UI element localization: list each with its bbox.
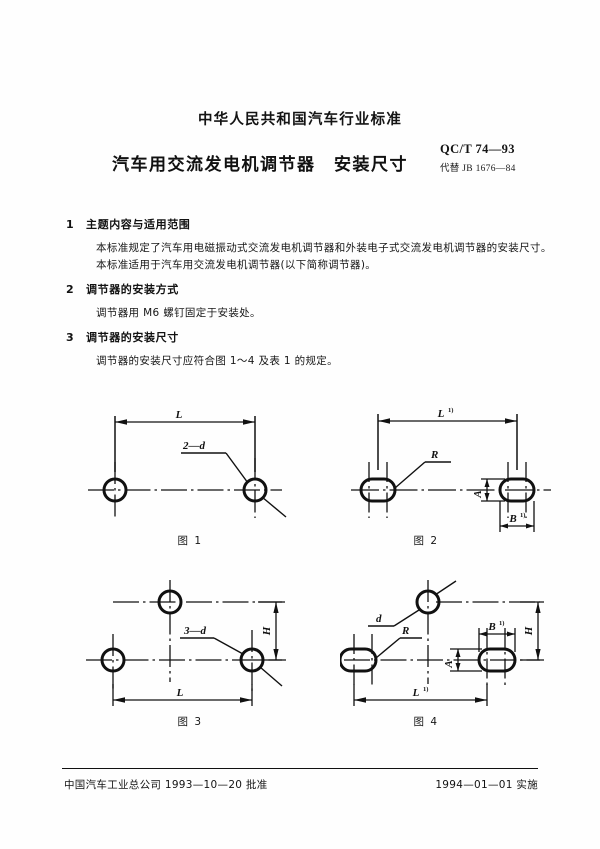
figure-4-drawing: d R A B 1) bbox=[338, 580, 544, 706]
B-arrow-right bbox=[507, 631, 515, 637]
footer-approval: 中国汽车工业总公司 1993—10—20 批准 bbox=[64, 779, 268, 791]
footer-effective: 1994—01—01 实施 bbox=[435, 779, 538, 791]
figure-3: H L 3—d bbox=[80, 572, 310, 717]
hole-left bbox=[100, 647, 126, 673]
section-1-number: 1 bbox=[66, 218, 75, 231]
figure-1-drawing: L 2—d bbox=[88, 409, 287, 518]
section-3-number: 3 bbox=[66, 331, 75, 344]
figure-1-label-hole: 2—d bbox=[182, 440, 206, 452]
H-arrow-bottom bbox=[535, 649, 541, 660]
section-1-paragraph-2: 本标准适用于汽车用交流发电机调节器(以下简称调节器)。 bbox=[96, 259, 377, 271]
H-arrow-top bbox=[273, 602, 279, 613]
figure-3-label-hole: 3—d bbox=[183, 625, 207, 637]
standard-replaces: 代替 JB 1676—84 bbox=[440, 164, 516, 174]
section-2-title: 调节器的安装方式 bbox=[86, 283, 179, 296]
figure-4-label-d: d bbox=[376, 613, 382, 625]
section-3-paragraph-1: 调节器的安装尺寸应符合图 1～4 及表 1 的规定。 bbox=[96, 355, 338, 367]
leader-d-tail bbox=[434, 580, 457, 596]
hole-top bbox=[415, 589, 441, 615]
figure-3-label-H: H bbox=[261, 626, 273, 636]
figure-2-label-B-sup: 1) bbox=[520, 512, 525, 519]
footer-divider bbox=[62, 768, 538, 769]
L-arrow-left bbox=[113, 697, 125, 703]
section-1-title: 主题内容与适用范围 bbox=[86, 218, 191, 231]
page-title: 汽车用交流发电机调节器 安装尺寸 bbox=[112, 155, 408, 175]
figure-4-label-L: L bbox=[412, 687, 420, 699]
figure-2-label-L: L bbox=[437, 408, 445, 420]
figure-4-label-L-sup: 1) bbox=[423, 686, 428, 693]
figure-4-label-B-sup: 1) bbox=[499, 620, 504, 627]
B-arrow-right bbox=[526, 523, 534, 529]
figure-1: L 2—d bbox=[80, 400, 310, 540]
figure-2-caption: 图 2 bbox=[413, 535, 439, 547]
section-2-number: 2 bbox=[66, 283, 75, 296]
slot-left bbox=[359, 477, 397, 503]
leader-slant bbox=[225, 452, 249, 484]
figure-3-label-L: L bbox=[176, 687, 184, 699]
leader-tail bbox=[261, 496, 287, 518]
figure-2-drawing: L 1) R bbox=[351, 407, 551, 532]
A-arrow-bottom bbox=[455, 663, 461, 671]
slot-right bbox=[498, 477, 536, 503]
arrowhead-left bbox=[115, 419, 127, 425]
arrowhead-right bbox=[505, 418, 517, 424]
figure-4: d R A B 1) bbox=[338, 572, 560, 717]
L-arrow-right bbox=[240, 697, 252, 703]
section-2-heading: 2 调节器的安装方式 bbox=[66, 281, 179, 297]
H-arrow-top bbox=[535, 602, 541, 613]
figure-2-label-L-sup: 1) bbox=[448, 407, 453, 414]
standard-org-line: 中华人民共和国汽车行业标准 bbox=[197, 112, 403, 128]
section-1-heading: 1 主题内容与适用范围 bbox=[66, 216, 190, 232]
figure-4-label-R: R bbox=[401, 625, 409, 637]
figure-2: L 1) R bbox=[345, 400, 560, 540]
section-3-heading: 3 调节器的安装尺寸 bbox=[66, 329, 179, 345]
hole-left bbox=[102, 477, 128, 503]
arrowhead-right bbox=[243, 419, 255, 425]
leader-tail bbox=[259, 666, 283, 687]
figure-4-label-A: A bbox=[443, 660, 455, 668]
slot-left bbox=[338, 647, 378, 673]
figure-3-caption: 图 3 bbox=[177, 716, 203, 728]
leader-R-slant bbox=[375, 637, 401, 659]
A-arrow-top bbox=[484, 479, 490, 487]
B-arrow-left bbox=[500, 523, 508, 529]
L-arrow-right bbox=[475, 697, 487, 703]
figure-4-label-B: B bbox=[487, 621, 495, 633]
leader-R-slant bbox=[394, 461, 426, 489]
figure-2-label-A: A bbox=[472, 490, 484, 498]
figure-1-label-L: L bbox=[175, 409, 183, 421]
arrowhead-left bbox=[378, 418, 390, 424]
figure-2-label-B: B bbox=[508, 513, 516, 525]
slot-right bbox=[477, 647, 517, 673]
figure-1-caption: 图 1 bbox=[177, 535, 203, 547]
leader-d-slant bbox=[393, 609, 420, 627]
hole-right bbox=[242, 477, 268, 503]
section-1-paragraph-1: 本标准规定了汽车用电磁振动式交流发电机调节器和外装电子式交流发电机调节器的安装尺… bbox=[96, 242, 552, 254]
A-arrow-top bbox=[455, 649, 461, 657]
figure-3-drawing: H L 3—d bbox=[86, 580, 286, 706]
hole-top bbox=[157, 589, 183, 615]
H-arrow-bottom bbox=[273, 649, 279, 660]
figure-4-label-H: H bbox=[523, 626, 535, 636]
standard-number: QC/T 74—93 bbox=[440, 142, 515, 156]
leader-slant bbox=[213, 637, 244, 655]
figure-4-caption: 图 4 bbox=[413, 716, 439, 728]
section-3-title: 调节器的安装尺寸 bbox=[86, 331, 179, 344]
B-arrow-left bbox=[479, 631, 487, 637]
section-2-paragraph-1: 调节器用 M6 螺钉固定于安装处。 bbox=[96, 307, 261, 319]
figure-2-label-R: R bbox=[430, 449, 438, 461]
A-arrow-bottom bbox=[484, 493, 490, 501]
L-arrow-left bbox=[354, 697, 366, 703]
